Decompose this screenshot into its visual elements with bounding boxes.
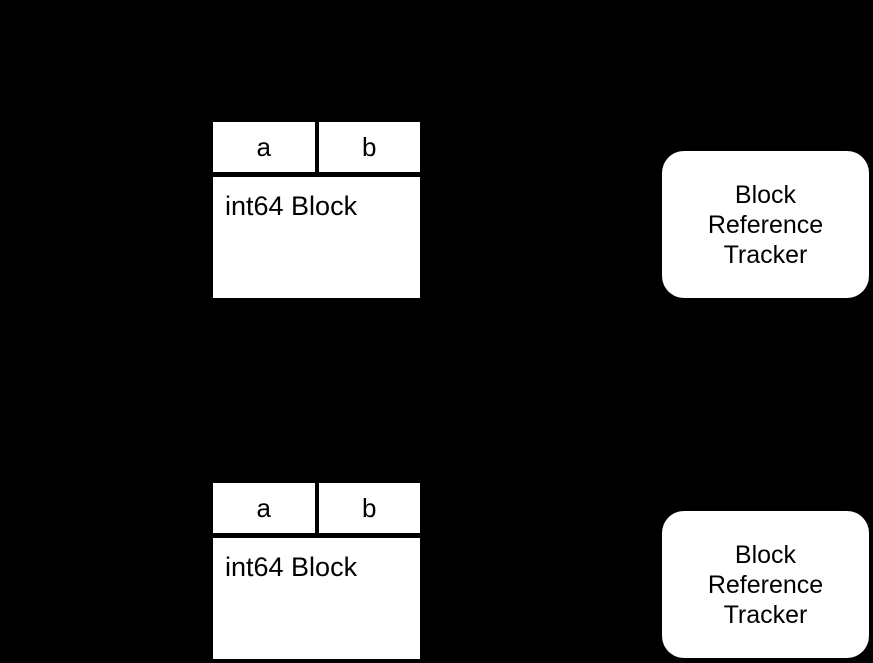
struct-header-top: a b — [213, 122, 420, 177]
struct-node-top[interactable]: a b int64 Block — [213, 122, 420, 298]
struct-node-bottom[interactable]: a b int64 Block — [213, 483, 420, 659]
struct-body-label-top: int64 Block — [225, 191, 358, 221]
struct-field-b-bottom[interactable]: b — [362, 493, 377, 523]
struct-body-label-bottom: int64 Block — [225, 552, 358, 582]
struct-field-a-bottom[interactable]: a — [213, 483, 319, 533]
block-reference-tracker-bottom[interactable]: Block Reference Tracker — [662, 511, 869, 658]
block-reference-tracker-label-top: Block Reference Tracker — [707, 180, 824, 269]
struct-header-bottom: a b — [213, 483, 420, 538]
struct-field-b-top[interactable]: b — [362, 132, 377, 162]
struct-field-a-top[interactable]: a — [213, 122, 319, 172]
block-reference-tracker-label-bottom: Block Reference Tracker — [707, 540, 824, 629]
block-reference-tracker-top[interactable]: Block Reference Tracker — [662, 151, 869, 298]
